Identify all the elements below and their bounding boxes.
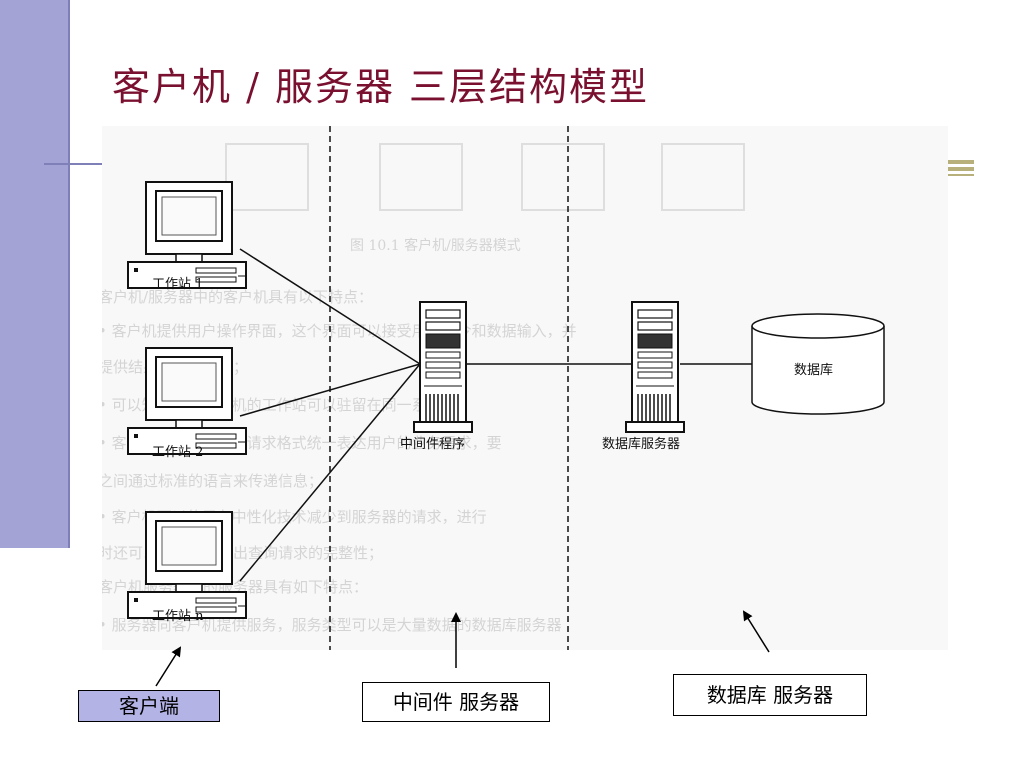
workstation-1-icon	[127, 181, 247, 289]
svg-text:时还可以检查用户发出查询请求的完整性；: 时还可以检查用户发出查询请求的完整性；	[102, 544, 383, 562]
middleware-program-label: 中间件程序	[400, 437, 465, 452]
workstation-2-icon	[127, 347, 247, 455]
title-underline-rule	[44, 163, 102, 165]
workstation-n-label: 工作站 n	[152, 609, 204, 624]
middleware-server-icon	[413, 301, 473, 433]
svg-text:图 10.1 客户机/服务器模式: 图 10.1 客户机/服务器模式	[350, 237, 521, 254]
three-tier-diagram: 图 10.1 客户机/服务器模式 客户机/服务器中的客户机具有以下特点： • 客…	[102, 126, 948, 650]
database-server-label-box: 数据库 服务器	[673, 674, 867, 716]
svg-text:客户机/服务器中的客户机具有以下特点：: 客户机/服务器中的客户机具有以下特点：	[102, 288, 373, 306]
workstation-2-label: 工作站 2	[152, 445, 203, 460]
client-pointer-arrow	[155, 646, 182, 687]
svg-text:之间通过标准的语言来传递信息；: 之间通过标准的语言来传递信息；	[102, 472, 323, 490]
database-server-label: 数据库服务器	[602, 436, 680, 452]
database-server-icon	[625, 301, 685, 433]
workstation-1-label: 工作站 1	[152, 277, 203, 292]
connection-lines	[239, 248, 752, 582]
database-label: 数据库	[794, 362, 833, 378]
left-accent-bar	[0, 0, 70, 548]
decorative-tick-mark	[948, 160, 974, 176]
workstation-n-icon	[127, 511, 247, 619]
slide-title: 客户机 / 服务器 三层结构模型	[112, 65, 650, 109]
svg-text:• 服务器向客户机提供服务，服务类型可以是大量数据的数据库服: • 服务器向客户机提供服务，服务类型可以是大量数据的数据库服务器	[102, 616, 562, 634]
diagram-canvas: 图 10.1 客户机/服务器模式 客户机/服务器中的客户机具有以下特点： • 客…	[102, 126, 885, 650]
middleware-server-label-box: 中间件 服务器	[362, 682, 550, 722]
svg-text:• 客户机提供用户操作界面，这个界面可以接受用户命令和数据输: • 客户机提供用户操作界面，这个界面可以接受用户命令和数据输入，并	[102, 322, 577, 340]
database-cylinder-icon	[751, 313, 885, 415]
client-label-box: 客户端	[78, 690, 220, 722]
